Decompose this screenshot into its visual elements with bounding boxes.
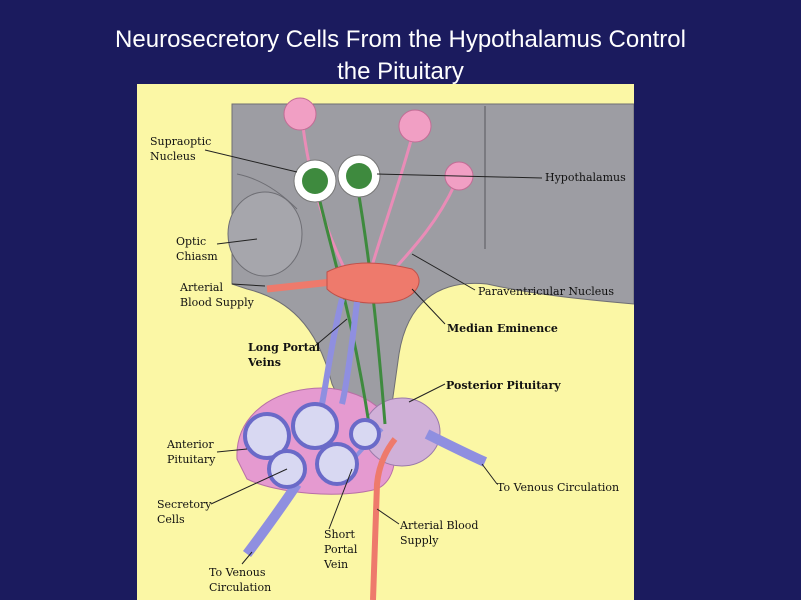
label-long-portal-line-2: Veins [248, 356, 281, 369]
label-paraventricular-nucleus: Paraventricular Nucleus [478, 285, 614, 298]
label-supraoptic-nucleus: Supraoptic Nucleus [150, 134, 211, 164]
secretory-cluster-5 [349, 418, 381, 450]
label-arterial-line-2: Blood Supply [180, 296, 254, 309]
artery-left-inflow [266, 278, 333, 293]
label-anterior-line-1: Anterior [167, 438, 214, 451]
pointer-supraoptic [204, 149, 298, 173]
pituitary-diagram: Supraoptic Nucleus Hypothalamus Optic Ch… [137, 84, 634, 600]
pointer-hypothalamus [376, 173, 543, 179]
optic-chiasm [227, 191, 303, 277]
long-portal-vein-2 [339, 301, 360, 405]
label-short-portal-line-3: Vein [324, 558, 349, 571]
long-portal-vein-1 [319, 298, 345, 405]
artery-right-inflow [370, 437, 398, 600]
neuron-pink-cell-2 [398, 109, 432, 143]
label-anterior-line-2: Pituitary [167, 453, 216, 466]
slide-title-line-1: Neurosecretory Cells From the Hypothalam… [115, 26, 686, 53]
pointer-long-portal [314, 318, 348, 347]
secretory-cluster-4 [315, 442, 359, 486]
label-posterior-pituitary: Posterior Pituitary [446, 379, 561, 392]
label-short-portal-line-2: Portal [324, 543, 358, 556]
label-short-portal-vein: Short Portal Vein [324, 527, 357, 572]
pointer-optic-chiasm [216, 238, 258, 245]
median-eminence-capillaries [326, 262, 420, 304]
venous-outflow-right [424, 429, 488, 467]
neuron-pink-cell-1 [283, 97, 317, 131]
label-optic-line-1: Optic [176, 235, 207, 248]
pointer-secretory [210, 468, 288, 505]
secretory-cluster-2 [291, 402, 339, 450]
label-arterial-line-1: Arterial [180, 281, 223, 294]
pointer-arterial-supply [231, 283, 266, 287]
label-venous-left-line-1: To Venous [209, 566, 266, 579]
pointer-posterior [408, 383, 446, 403]
neuron-green-cell-2 [346, 163, 372, 189]
label-optic-chiasm: Optic Chiasm [176, 234, 218, 264]
label-anterior-pituitary: Anterior Pituitary [167, 437, 215, 467]
pointer-short-portal [328, 468, 353, 530]
label-arterial-blood-supply-lower: Arterial Blood Supply [400, 518, 478, 548]
pointer-venous-right [481, 463, 498, 485]
slide-title-line-2: the Pituitary [337, 58, 464, 85]
pointer-arterial-blood [376, 508, 400, 525]
hypothalamus-inner-contour [236, 173, 298, 210]
label-venous-left-line-2: Circulation [209, 581, 272, 594]
label-supraoptic-line-2: Nucleus [150, 150, 196, 163]
label-supraoptic-line-1: Supraoptic [150, 135, 212, 148]
diagram-artwork [204, 97, 634, 600]
venous-outflow-left [242, 481, 302, 557]
pointer-venous-left [241, 551, 253, 565]
label-hypothalamus: Hypothalamus [545, 171, 626, 184]
label-optic-line-2: Chiasm [176, 250, 218, 263]
label-arterial-blood-supply: Arterial Blood Supply [180, 280, 254, 310]
label-pointer-lines [204, 149, 543, 565]
label-short-portal-line-1: Short [324, 528, 355, 541]
pointer-median-eminence [411, 288, 446, 325]
label-long-portal-veins: Long Portal Veins [248, 340, 320, 370]
pointer-paraventricular [411, 253, 476, 291]
slide-title: Neurosecretory Cells From the Hypothalam… [40, 24, 761, 88]
label-secretory-line-2: Cells [157, 513, 185, 526]
label-arterial-blood-line-2: Supply [400, 534, 439, 547]
label-median-eminence: Median Eminence [447, 322, 558, 335]
label-long-portal-line-1: Long Portal [248, 341, 321, 354]
label-secretory-line-1: Secretory [157, 498, 212, 511]
label-to-venous-circulation-left: To Venous Circulation [209, 565, 271, 595]
label-to-venous-circulation-right: To Venous Circulation [497, 481, 620, 494]
neuron-green-cell-1 [302, 168, 328, 194]
label-arterial-blood-line-1: Arterial Blood [400, 519, 479, 532]
pointer-anterior [216, 448, 248, 453]
secretory-cluster-1 [243, 412, 291, 460]
label-secretory-cells: Secretory Cells [157, 497, 212, 527]
